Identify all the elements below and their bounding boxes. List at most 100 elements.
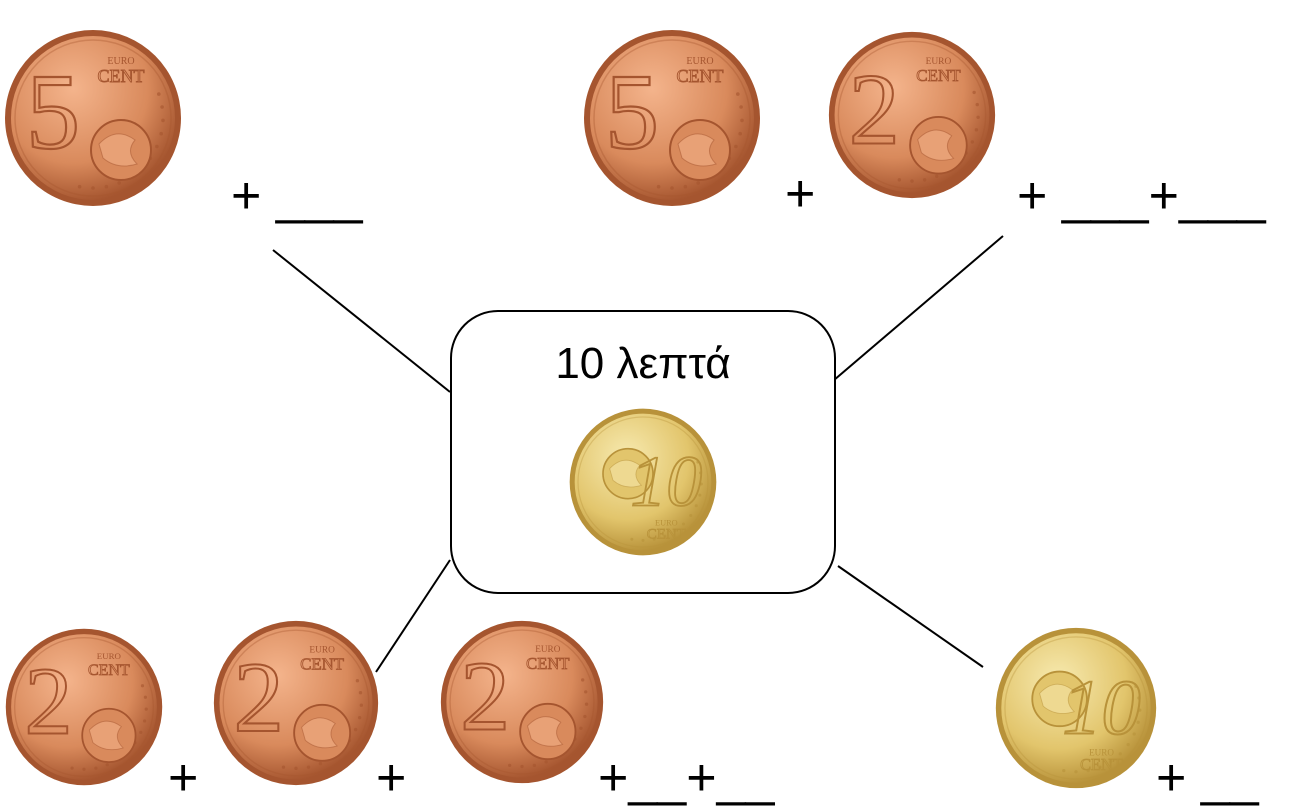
coin-star [583,714,587,719]
coin-star [143,719,147,723]
coin-value: 10 [631,441,703,521]
coin-star [117,181,121,185]
coin-star [696,460,700,464]
coin-star [1109,759,1113,764]
coin-star [975,102,979,107]
coin-star [157,92,161,96]
coin-star [139,730,143,734]
coin-star [663,534,667,538]
coin-star [318,761,323,766]
coin-star [935,174,939,178]
coin-star [144,707,148,711]
coin-subtitle-top: EURO [535,644,560,654]
coin-star [353,727,358,732]
coin-star [355,679,360,683]
bottom-left-plus-1: + [168,749,199,807]
connector-top-right [819,235,1004,393]
connector-top-left [272,249,451,393]
coin-star [656,184,661,189]
bottom-right-plus-blank: + __ [1156,749,1259,807]
coin-star [1126,742,1130,747]
coin-star [77,184,82,189]
coin-subtitle-top: EURO [97,651,122,661]
coin-subtitle-bottom: CENT [916,66,961,85]
coin-value: 2 [233,641,283,753]
coin-star [1137,696,1141,700]
coin-star [306,765,311,769]
coin-subtitle-top: EURO [655,518,678,527]
coin-subtitle-bottom: CENT [647,527,686,543]
coin-star [673,529,677,533]
coin-star [1098,765,1102,769]
coin-star [689,514,693,517]
coin-star [159,131,163,136]
coin-star [584,702,589,706]
coin-star [630,537,634,541]
coin-star [1134,684,1138,688]
top-right-plus-1: + [785,165,816,223]
coin-star [1132,732,1136,736]
connector-bottom-left [375,559,451,673]
coin-star [683,184,688,189]
coin-star [357,715,362,720]
bottom-left-plus-2: + [376,749,407,807]
coin-star [1074,770,1078,774]
bottom-left-plus-blanks: +__+__ [598,749,775,807]
top-right-plus-blanks: + ___+___ [1017,167,1266,225]
coin-subtitle-bottom: CENT [526,654,569,673]
coin-star [281,765,286,769]
coin-star [532,763,537,768]
coin-subtitle-top: EURO [1089,747,1114,757]
coin-star [579,726,583,730]
coin-star [91,186,95,190]
coin-subtitle-bottom: CENT [1080,755,1123,774]
coin-star [1136,720,1140,724]
coin-value: 2 [460,641,510,752]
coin-star [581,678,585,682]
coin-star [584,690,588,694]
coin-star [972,90,976,95]
coin-star [694,504,698,508]
coin-star [544,760,548,764]
coin-star [104,184,109,189]
coin-star [974,128,979,132]
coin-star [682,522,685,526]
coin-subtitle-top: EURO [309,646,335,656]
coin-star [94,766,98,770]
coin-star [641,538,645,542]
coin-star [105,763,109,767]
coin-star [734,144,738,149]
coin-subtitle-top: EURO [926,57,952,67]
center-label: 10 λεπτά [555,339,731,388]
coin-star [359,703,364,707]
coin-star [910,179,914,183]
coin-value: 2 [24,648,72,755]
coin-subtitle-bottom: CENT [677,66,724,86]
coin-star [155,144,159,149]
coin-star [1118,752,1122,756]
coin-star [358,691,363,695]
coin-value: 5 [605,53,659,172]
coin-star [970,140,975,144]
coin-star [736,92,740,96]
coin-subtitle-top: EURO [107,56,134,67]
coin-value: 2 [849,53,900,166]
top-left-plus-blank: + ___ [231,167,363,225]
coin-star [740,118,744,123]
coin-star [738,131,742,136]
coin-star [520,764,524,769]
coin-subtitle-bottom: CENT [98,66,145,86]
coin-star [670,186,674,190]
coin-star [696,181,700,185]
connector-bottom-right [837,565,984,668]
coin-value: 10 [1062,664,1140,751]
coin-star [699,471,703,475]
coin-star [1086,768,1090,773]
coin-value: 5 [26,53,80,172]
